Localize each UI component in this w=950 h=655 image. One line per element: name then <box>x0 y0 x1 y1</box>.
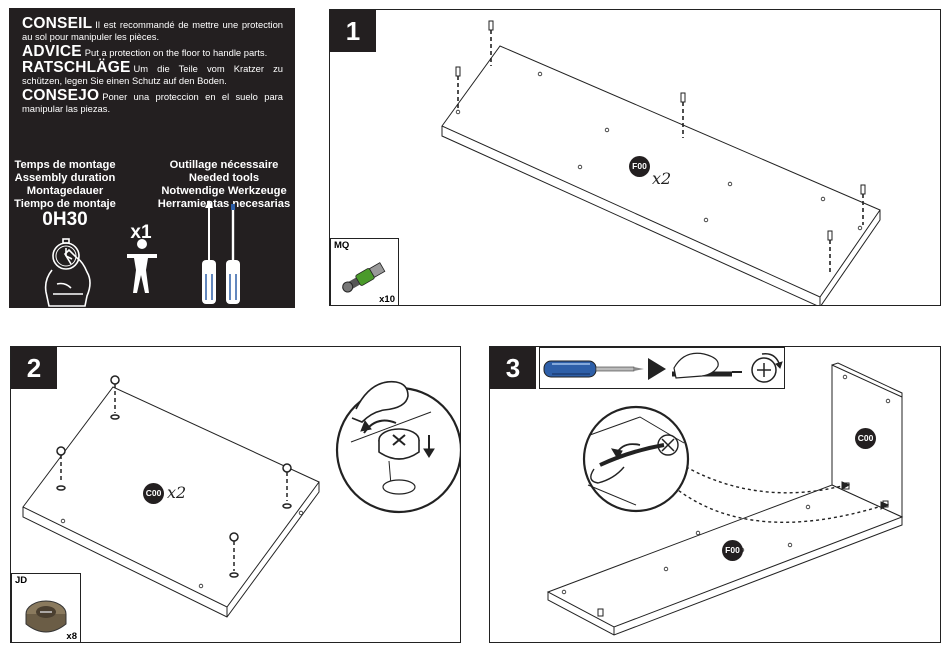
step-1-drawing <box>441 20 881 305</box>
step-number: 2 <box>11 347 57 389</box>
step-3-panel: 3 C00 F00 <box>489 346 941 643</box>
screwdriver-instruction-strip <box>539 347 785 389</box>
screwdrivers-icon <box>202 200 240 304</box>
cam-locks <box>56 375 292 578</box>
cam-bolts <box>455 20 866 272</box>
board-c00 <box>22 386 320 618</box>
person-icon <box>127 239 157 293</box>
hardware-code: JD <box>15 575 28 586</box>
assembly-time-labels: Temps de montage Assembly duration Monta… <box>14 159 116 210</box>
advice-illustrations <box>44 200 240 307</box>
hand-turning-icon <box>672 352 742 379</box>
hardware-quantity: x10 <box>379 294 395 305</box>
cam-bolt-icon <box>342 262 386 293</box>
step-2-panel: 2 C00 x2 JD x8 <box>10 346 461 643</box>
step-3-drawing <box>546 362 904 636</box>
arrow-head <box>841 481 851 490</box>
needed-tools-labels: Outillage nécessaire Needed tools Notwen… <box>157 159 291 210</box>
hardware-code: MQ <box>334 240 350 251</box>
screwdriver-icons <box>543 352 783 383</box>
part-label-f00: F00 <box>722 540 743 561</box>
hardware-inset-mq: MQ x10 <box>330 238 399 305</box>
part-label-f00: F00 <box>629 156 650 177</box>
person-count: x1 <box>130 222 152 243</box>
step-1-panel: 1 F00 x2 MQ x10 <box>329 9 941 306</box>
part-label-c00: C00 <box>855 428 876 449</box>
screwdriver-tightening-detail <box>582 405 690 513</box>
hardware-quantity: x8 <box>66 631 77 642</box>
clockwise-rotation-icon <box>751 353 783 383</box>
cam-lock-detail <box>335 380 460 514</box>
part-quantity: x2 <box>652 169 672 188</box>
board-f00 <box>441 45 881 305</box>
connection-arrows <box>673 466 886 523</box>
screwdriver-icon <box>543 360 644 378</box>
hardware-inset-jd: JD x8 <box>11 573 81 642</box>
step-number: 3 <box>490 347 536 389</box>
step-number: 1 <box>330 10 376 52</box>
part-quantity: x2 <box>167 483 187 502</box>
part-label-c00: C00 <box>143 483 164 504</box>
play-arrow-icon <box>648 358 666 380</box>
cam-lock-icon <box>25 600 67 633</box>
arrow-head <box>880 501 890 510</box>
step-2-drawing <box>22 375 460 618</box>
bottom-board-f00 <box>546 482 904 636</box>
stopwatch-hand-icon <box>44 238 91 307</box>
assembly-time-value: 0H30 <box>42 209 88 230</box>
